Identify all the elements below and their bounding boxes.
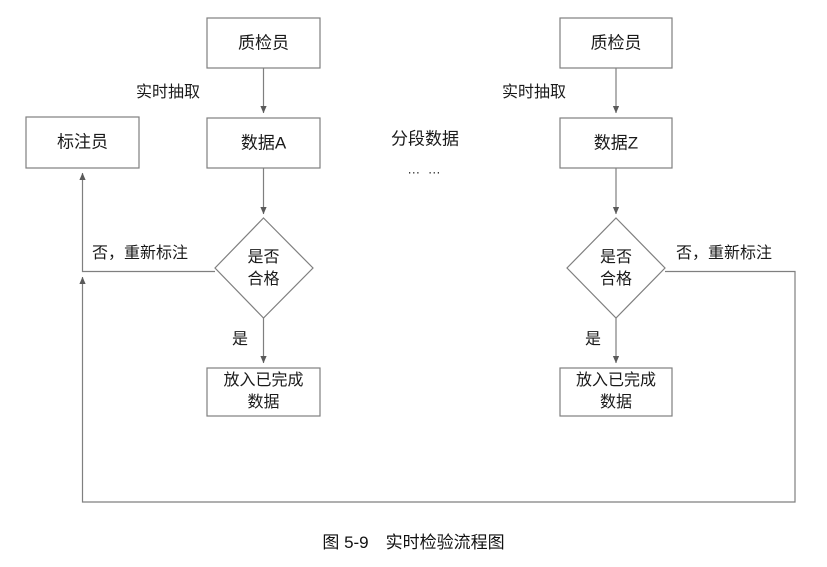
edge-label-left-yes: 是 [232, 331, 248, 348]
node-left-decision-label-line1: 是否 [247, 249, 279, 266]
edge-label-left-no-relabel: 否，重新标注 [92, 244, 188, 262]
node-right-decision[interactable]: 是否 合格 [566, 217, 666, 319]
node-left-inspector-label: 质检员 [238, 33, 289, 52]
node-right-data[interactable]: 数据Z [559, 117, 673, 169]
edge-label-right-yes: 是 [585, 331, 601, 348]
node-right-data-label: 数据Z [594, 133, 638, 152]
annotation-ellipsis: … … [407, 161, 443, 176]
node-left-done[interactable]: 放入已完成 数据 [206, 367, 321, 417]
node-left-decision[interactable]: 是否 合格 [214, 217, 314, 319]
node-right-decision-label-line2: 合格 [600, 270, 632, 288]
edge-right-decision-to-annotator-loop [79, 270, 796, 503]
node-annotator-label: 标注员 [57, 132, 108, 151]
node-right-decision-shape [566, 217, 666, 319]
node-left-done-label-line2: 数据 [247, 393, 279, 411]
edge-label-right-no-relabel: 否，重新标注 [676, 244, 772, 262]
node-right-done-label-line2: 数据 [600, 393, 632, 411]
node-right-inspector[interactable]: 质检员 [559, 17, 673, 69]
node-right-inspector-box [559, 17, 673, 69]
node-right-inspector-label: 质检员 [591, 33, 642, 52]
node-left-decision-shape [214, 217, 314, 319]
figure-caption: 图 5-9 实时检验流程图 [322, 533, 505, 552]
edge-label-left-realtime-extract: 实时抽取 [136, 83, 200, 101]
node-right-done-label-line1: 放入已完成 [576, 371, 656, 389]
node-left-done-box [206, 367, 321, 417]
edge-label-right-realtime-extract: 实时抽取 [502, 83, 566, 101]
node-left-data-label: 数据A [241, 133, 287, 152]
node-left-inspector[interactable]: 质检员 [206, 17, 321, 69]
node-right-decision-label-line1: 是否 [600, 249, 632, 266]
node-annotator[interactable]: 标注员 [25, 116, 140, 169]
node-left-done-label-line1: 放入已完成 [223, 371, 303, 389]
node-left-inspector-box [206, 17, 321, 69]
node-right-done[interactable]: 放入已完成 数据 [559, 367, 673, 417]
node-right-done-box [559, 367, 673, 417]
node-annotator-box [25, 116, 140, 169]
edge-left-decision-to-annotator [79, 172, 215, 273]
node-right-data-box [559, 117, 673, 169]
node-left-data-box [206, 117, 321, 169]
annotation-segmented-data: 分段数据 [391, 129, 459, 148]
node-left-data[interactable]: 数据A [206, 117, 321, 169]
node-left-decision-label-line2: 合格 [247, 270, 279, 288]
